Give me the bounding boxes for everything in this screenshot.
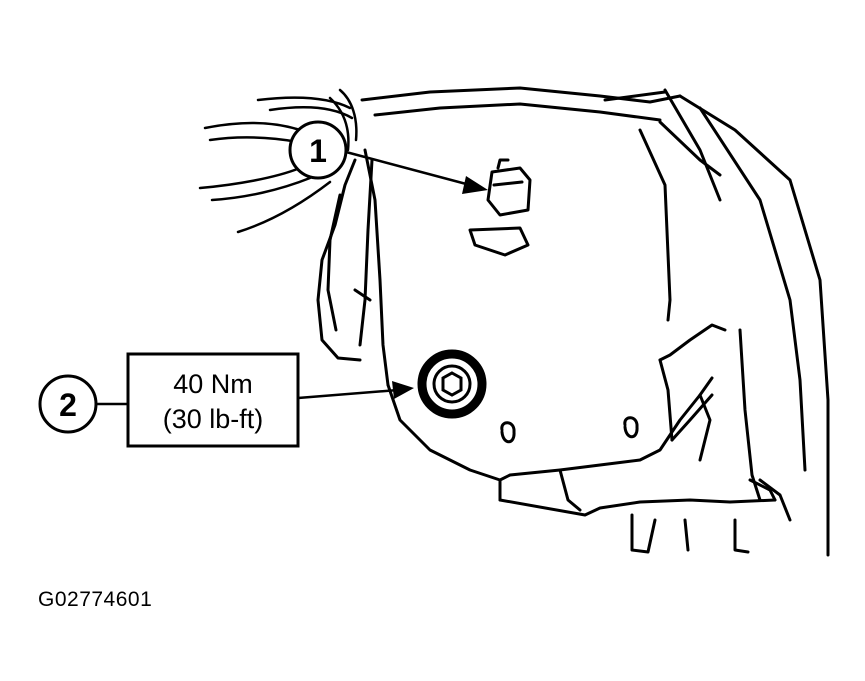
mounting-bolt — [417, 349, 487, 419]
callout-1: 1 — [288, 120, 488, 194]
callout-2: 2 — [38, 374, 130, 434]
callout-2-number: 2 — [59, 387, 77, 423]
clip-slot — [468, 158, 532, 257]
upper-body-panel — [360, 86, 830, 557]
torque-spec-box: 40 Nm (30 lb-ft) — [126, 352, 414, 448]
callout-1-arrowhead — [462, 176, 488, 194]
callout-1-number: 1 — [309, 133, 327, 169]
bracket-tabs — [500, 416, 792, 554]
figure-id: G02774601 — [38, 588, 153, 611]
torque-metric: 40 Nm — [173, 369, 253, 399]
bracket-panel — [316, 148, 777, 517]
torque-arrowhead — [392, 381, 414, 399]
wiring-harness — [198, 88, 358, 234]
torque-imperial: (30 lb-ft) — [163, 404, 264, 434]
